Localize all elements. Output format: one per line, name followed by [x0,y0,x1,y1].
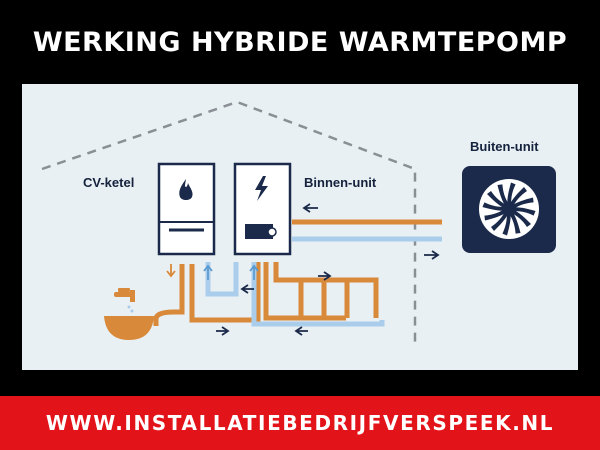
floor-return-pipe [251,262,385,327]
floor-supply-pipe [263,262,346,321]
cv-warm-pipe [153,264,185,326]
fan-icon [482,182,536,236]
lightning-icon [255,176,268,201]
arrow-down-icon [166,264,176,278]
cv-ketel-box [157,162,216,256]
radiator-tubes [298,280,350,318]
hybrid-heatpump-diagram [41,100,556,342]
arrow-up-icon [203,264,213,280]
cv-return-pipe [189,262,261,323]
cv-ketel-label: CV-ketel [83,175,135,190]
buiten-unit-label: Buiten-unit [470,139,539,154]
arrow-right-icon [424,250,440,260]
arrow-left-icon [240,284,254,294]
page-title: WERKING HYBRIDE WARMTEPOMP [0,0,600,84]
arrow-up-icon [249,264,259,280]
arrow-left-icon [294,326,308,336]
house-outline [41,100,417,342]
tank-icon [245,224,273,239]
flow-arrows [216,203,440,336]
diagram-panel: CV-ketel Binnen-unit Buiten-unit [22,84,578,370]
flame-icon [179,179,193,200]
arrow-right-icon [318,271,332,281]
cold-return-loop [205,262,239,297]
basin-icon [104,316,154,340]
arrow-left-icon [302,203,318,213]
website-url[interactable]: WWW.INSTALLATIEBEDRIJFVERSPEEK.NL [0,396,600,450]
binnen-unit-label: Binnen-unit [304,175,377,190]
tap-icon [114,288,135,313]
arrow-right-icon [216,326,230,336]
